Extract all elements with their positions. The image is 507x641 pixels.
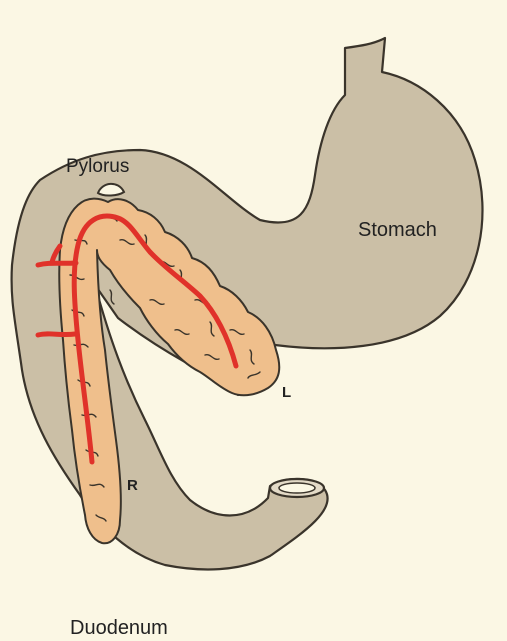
duodenum-label: Duodenum <box>70 617 168 639</box>
pylorus-label: Pylorus <box>66 156 129 177</box>
upper-vessel-branch <box>38 263 76 265</box>
left-lobe-label: L <box>282 384 291 401</box>
lower-vessel-branch <box>38 334 75 335</box>
right-lobe-label: R <box>127 477 138 494</box>
duodenum-opening-inner <box>279 483 315 493</box>
stomach-label: Stomach <box>358 219 437 241</box>
